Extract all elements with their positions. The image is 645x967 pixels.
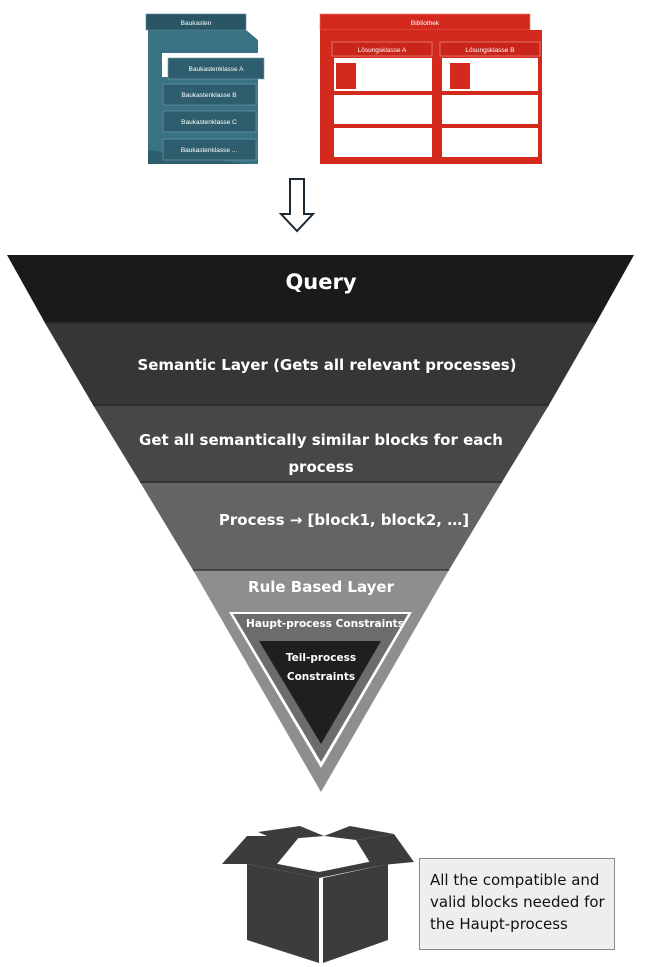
baukasten-class-b: Baukastenklasse B (181, 92, 236, 99)
teil-constraints-label-line1: Teil-process (286, 652, 356, 664)
haupt-constraints-label: Haupt-process Constraints (246, 618, 404, 630)
bibliothek-class-b: Lösungsklasse B (465, 47, 514, 54)
baukasten-box: Baukasten Baukastenklasse A Baukastenkla… (145, 13, 265, 164)
similar-blocks-label-line2: process (288, 458, 353, 476)
query-label: Query (285, 270, 356, 294)
down-arrow-icon (278, 178, 316, 233)
baukasten-class-more: Baukastenklasse ... (181, 147, 238, 154)
book-icon (450, 63, 470, 89)
bibliothek-box: Bibliothek Lösungsklasse A Lösungsklasse… (319, 13, 542, 164)
similar-blocks-label-line1: Get all semantically similar blocks for … (139, 431, 503, 449)
baukasten-class-a: Baukastenklasse A (189, 66, 245, 73)
baukasten-title: Baukasten (181, 20, 212, 27)
bibliothek-title: Bibliothek (411, 20, 440, 27)
output-caption: All the compatible and valid blocks need… (419, 858, 615, 950)
teil-constraints-label-line2: Constraints (287, 671, 355, 683)
book-icon (336, 63, 356, 89)
open-box-icon (222, 826, 414, 963)
funnel (7, 255, 634, 792)
rule-based-label: Rule Based Layer (248, 578, 395, 596)
baukasten-class-c: Baukastenklasse C (181, 119, 237, 126)
bibliothek-class-a: Lösungsklasse A (358, 47, 407, 54)
process-map-label: Process → [block1, block2, …] (219, 511, 469, 529)
semantic-layer-label: Semantic Layer (Gets all relevant proces… (137, 356, 516, 374)
